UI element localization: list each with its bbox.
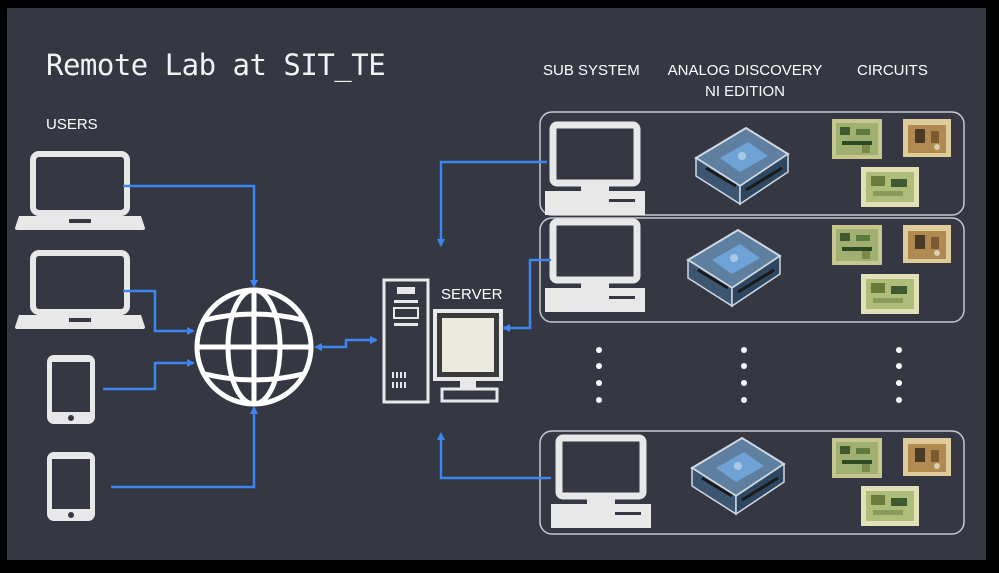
desktop-computer-icon: [545, 125, 645, 215]
tablet-icon: [47, 355, 95, 424]
circuits-label: CIRCUITS: [857, 62, 928, 79]
server-tower-icon: [382, 278, 430, 404]
circuit-board-photo: [832, 438, 882, 478]
tablet-icon: [47, 452, 95, 521]
subsystem-connectors: [437, 160, 551, 480]
circuit-board-photo: [861, 486, 919, 526]
circuit-board-photo: [903, 225, 951, 263]
circuit-board-photo: [832, 225, 882, 265]
users-label: USERS: [46, 116, 98, 133]
circuit-board-photo: [903, 438, 951, 476]
desktop-computer-icon: [545, 222, 645, 312]
page-title: Remote Lab at SIT_TE: [46, 48, 386, 82]
laptop-icon: [15, 154, 145, 230]
desktop-computer-icon: [551, 438, 651, 528]
server-label: SERVER: [441, 286, 503, 303]
circuit-board-photo: [861, 167, 919, 207]
analog-discovery-device: [690, 436, 786, 516]
analog-discovery-device: [686, 228, 782, 308]
sub-system-label: SUB SYSTEM: [543, 62, 640, 79]
analog-discovery-label-line2: NI EDITION: [704, 83, 785, 100]
internet-globe-icon: [194, 287, 314, 407]
analog-discovery-label-line1: ANALOG DISCOVERY: [667, 62, 823, 79]
analog-discovery-label: ANALOG DISCOVERY NI EDITION: [664, 60, 826, 102]
circuit-board-photo: [832, 119, 882, 159]
server-monitor-icon: [433, 309, 503, 403]
continuation-dots: [596, 347, 902, 403]
circuit-board-photo: [861, 274, 919, 314]
circuit-board-photo: [903, 119, 951, 157]
diagram-background: [7, 8, 986, 560]
user-connectors: [103, 184, 258, 489]
globe-server-connector: [314, 336, 378, 351]
analog-discovery-device: [694, 126, 790, 206]
subsystem-panels: [539, 111, 965, 535]
